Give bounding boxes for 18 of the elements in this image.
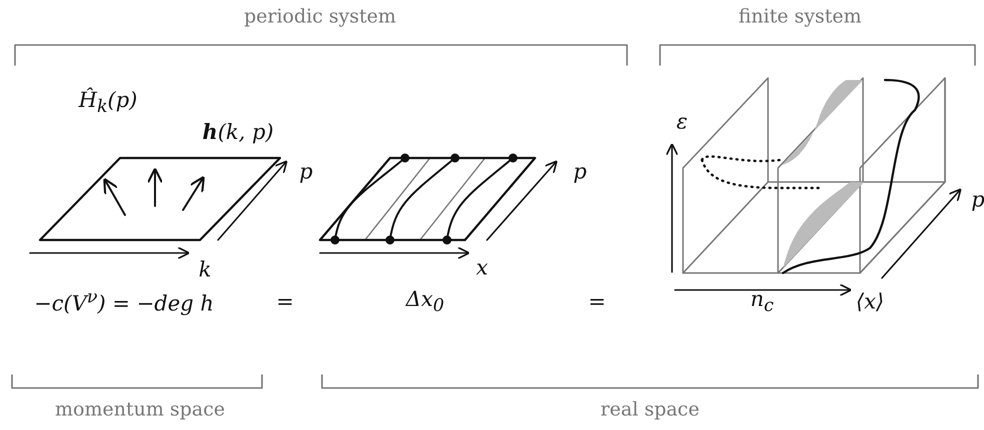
section-label: periodic system	[244, 6, 396, 28]
axis-label: x	[476, 256, 488, 280]
equation: −c(V$^{ν}$) = −deg h	[34, 288, 214, 316]
axis-label: p	[971, 188, 984, 212]
equals-sign: =	[276, 290, 294, 314]
axis-label: ε	[676, 110, 688, 134]
axis-label: p	[299, 160, 313, 184]
math-label: n$_{c}$	[750, 288, 774, 316]
section-label: momentum space	[55, 400, 225, 420]
section-label: real space	[600, 400, 700, 420]
equals-sign: =	[588, 290, 606, 314]
math-label: Ĥ$_{k}$(p)	[78, 88, 138, 118]
axis-label: p	[573, 160, 587, 184]
math-label: h(k, p)	[202, 120, 274, 144]
axis-label: ⟨x⟩	[856, 290, 884, 314]
section-label: finite system	[738, 6, 862, 28]
axis-label: k	[198, 258, 212, 282]
math-label: Δx$_{0}$	[406, 288, 444, 316]
